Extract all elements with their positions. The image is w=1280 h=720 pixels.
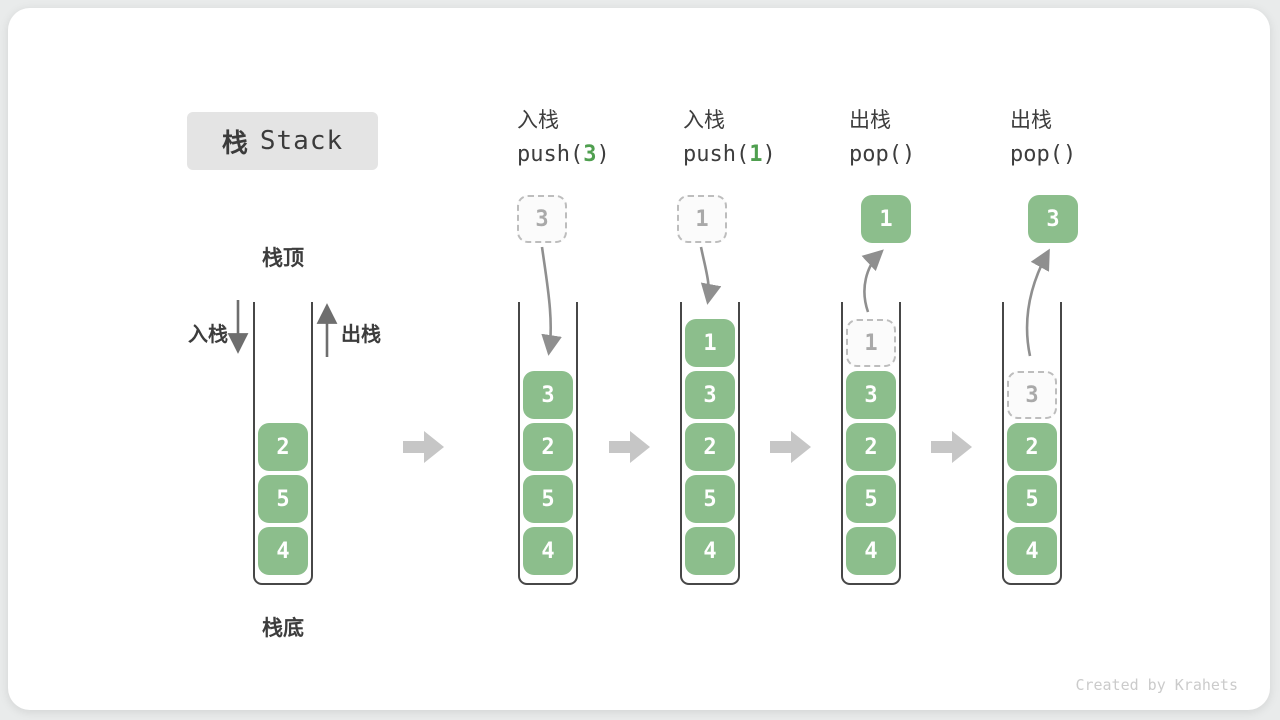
op-label: 出栈 — [1010, 108, 1052, 132]
stack-container-pop1 — [841, 302, 901, 585]
stack-cell: 2 — [685, 423, 735, 471]
title-zh: 栈 — [221, 128, 248, 159]
stack-cell: 5 — [1007, 475, 1057, 523]
stack-cell: 2 — [523, 423, 573, 471]
op-code: pop() — [849, 140, 915, 170]
stack-cell: 3 — [846, 371, 896, 419]
op-code: pop() — [1010, 140, 1076, 170]
code-suf: ) — [1062, 142, 1077, 167]
stack-cell: 4 — [1007, 527, 1057, 575]
code-suf: ) — [762, 142, 776, 167]
stack-cell: 4 — [846, 527, 896, 575]
op-code: push(1) — [683, 140, 776, 170]
op-label: 出栈 — [849, 108, 891, 132]
stack-cell: 5 — [846, 475, 896, 523]
popped-element: 1 — [861, 195, 911, 243]
incoming-element: 1 — [677, 195, 727, 243]
push-side-label: 入栈 — [188, 322, 228, 346]
code-pre: pop( — [1010, 142, 1063, 167]
step-arrow-icon — [609, 431, 650, 463]
header-push-1: 入栈 push(1) — [683, 106, 776, 170]
stack-cell: 1 — [685, 319, 735, 367]
stack-cell-removed: 1 — [846, 319, 896, 367]
stack-container-push1 — [680, 302, 740, 585]
step-arrow-icon — [770, 431, 811, 463]
incoming-element: 3 — [517, 195, 567, 243]
header-pop-3: 出栈 pop() — [1010, 106, 1076, 170]
credit-text: Created by Krahets — [1075, 676, 1238, 694]
diagram-title: 栈 Stack — [187, 112, 378, 170]
stack-cell: 3 — [523, 371, 573, 419]
code-arg: 3 — [583, 142, 597, 167]
title-en: Stack — [259, 126, 344, 156]
header-pop-1: 出栈 pop() — [849, 106, 915, 170]
stack-cell: 5 — [258, 475, 308, 523]
op-label: 入栈 — [683, 108, 725, 132]
op-label: 入栈 — [517, 108, 559, 132]
stack-cell: 4 — [523, 527, 573, 575]
stack-cell: 2 — [258, 423, 308, 471]
stack-cell: 5 — [523, 475, 573, 523]
code-pre: push( — [683, 142, 750, 167]
op-code: push(3) — [517, 140, 610, 170]
pop-side-label: 出栈 — [341, 322, 381, 346]
code-pre: push( — [517, 142, 584, 167]
stack-cell-removed: 3 — [1007, 371, 1057, 419]
code-suf: ) — [596, 142, 610, 167]
stack-top-label: 栈顶 — [262, 246, 304, 270]
step-arrow-icon — [403, 431, 444, 463]
stack-cell: 2 — [1007, 423, 1057, 471]
header-push-3: 入栈 push(3) — [517, 106, 610, 170]
stack-bottom-label: 栈底 — [262, 616, 304, 640]
step-arrow-icon — [931, 431, 972, 463]
stack-cell: 4 — [685, 527, 735, 575]
stack-container-push3 — [518, 302, 578, 585]
popped-element: 3 — [1028, 195, 1078, 243]
insert-arrow-push1-icon — [699, 246, 722, 305]
code-suf: ) — [901, 142, 916, 167]
code-arg: 1 — [749, 142, 763, 167]
stack-cell: 5 — [685, 475, 735, 523]
code-pre: pop( — [849, 142, 902, 167]
stack-container-initial — [253, 302, 313, 585]
stack-cell: 4 — [258, 527, 308, 575]
stack-cell: 3 — [685, 371, 735, 419]
stack-container-pop3 — [1002, 302, 1062, 585]
stack-cell: 2 — [846, 423, 896, 471]
